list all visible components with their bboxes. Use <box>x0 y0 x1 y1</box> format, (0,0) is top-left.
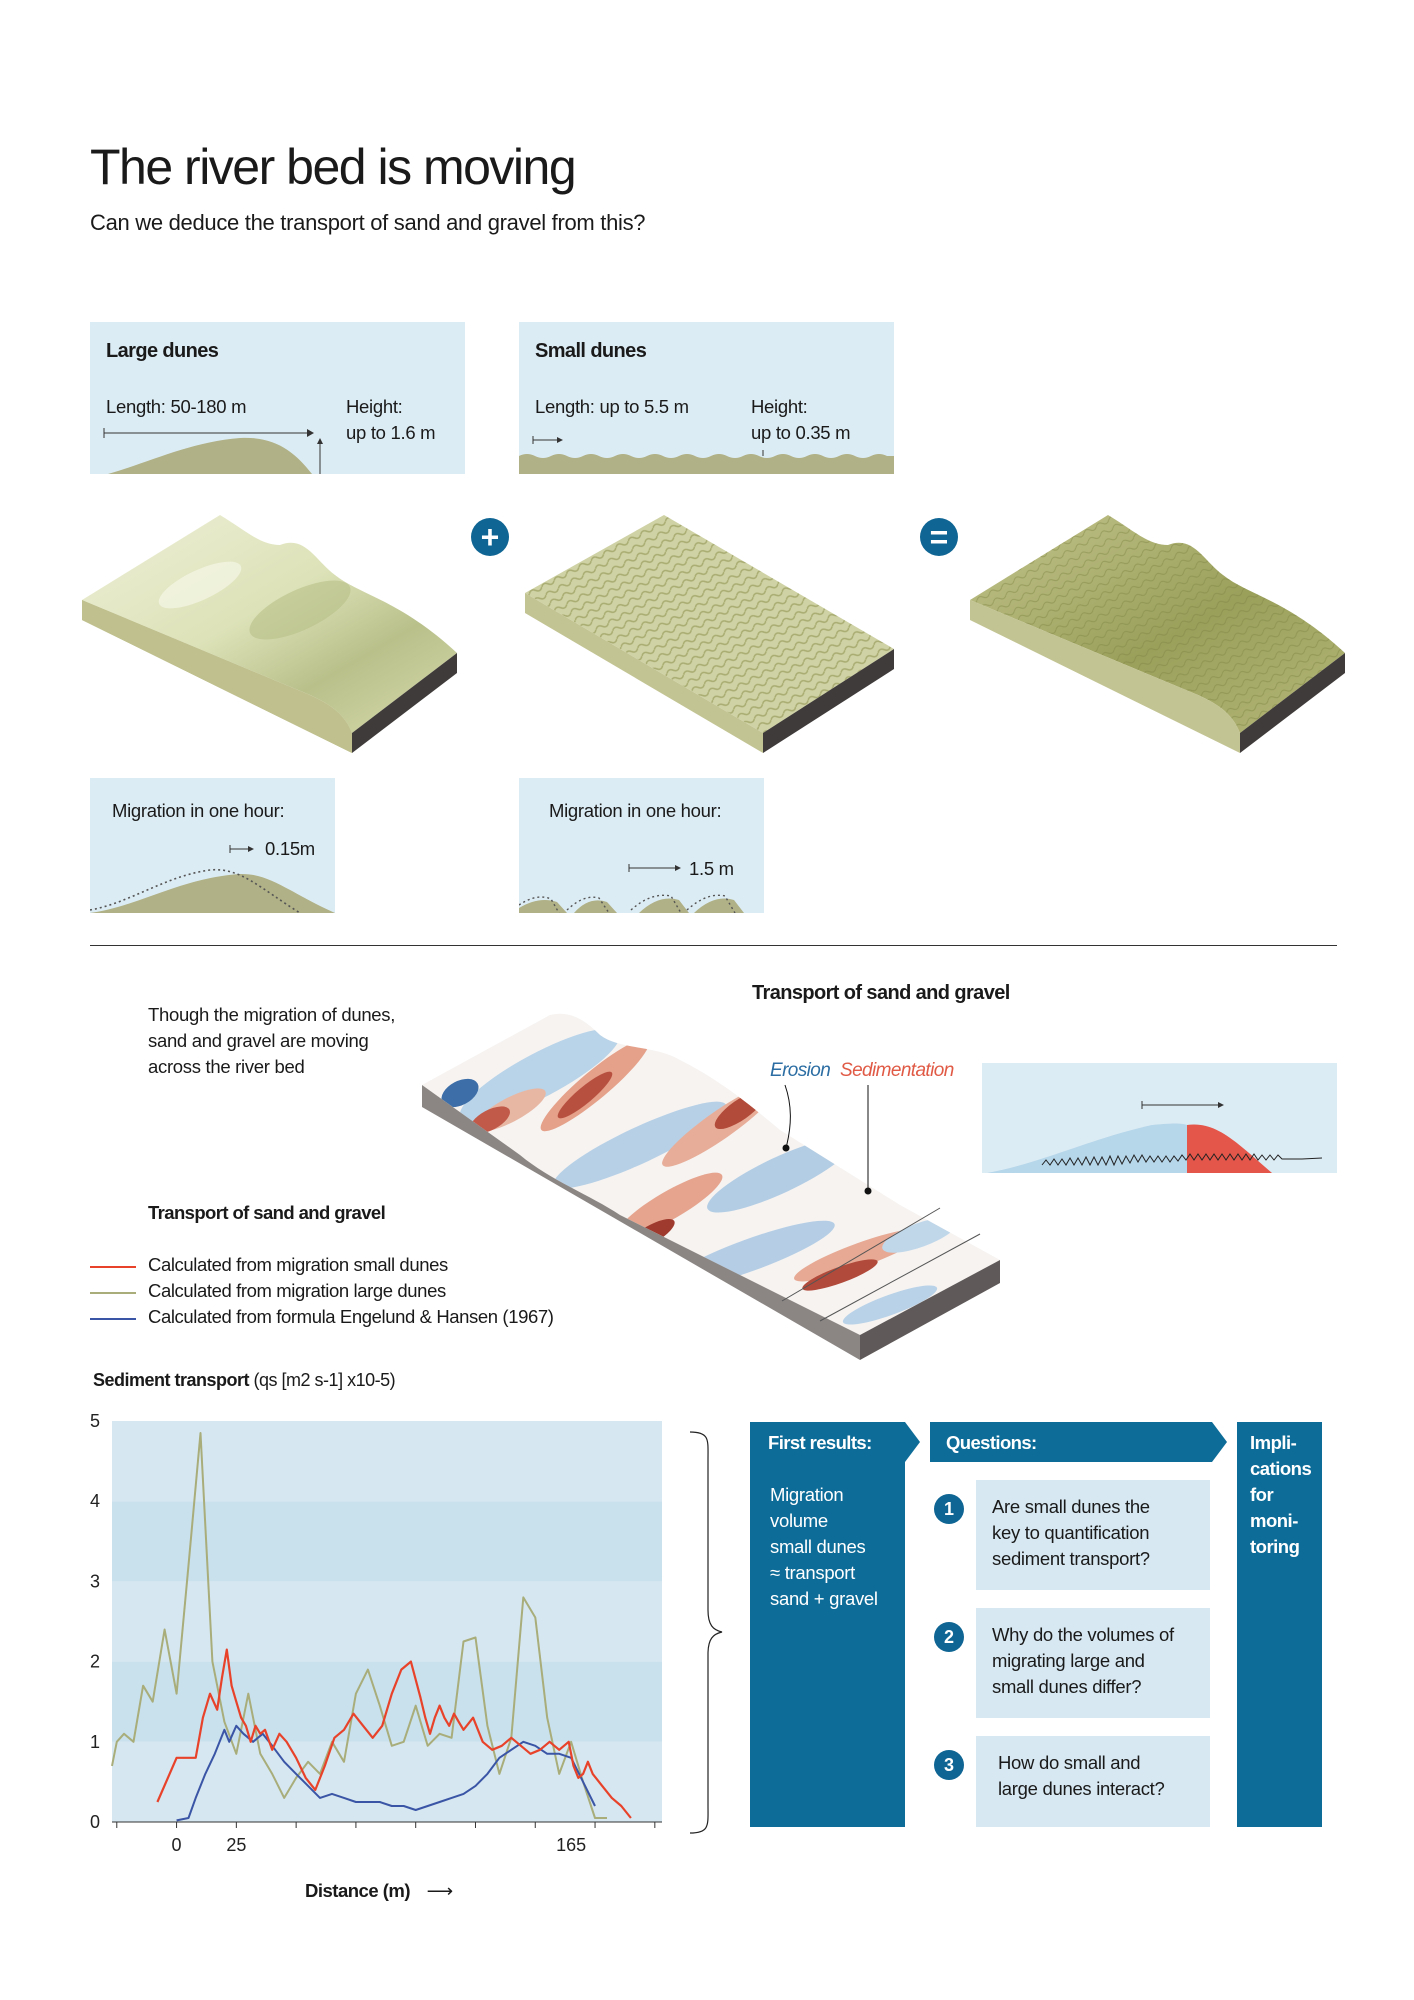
question-line: key to quantification <box>992 1522 1150 1543</box>
questions-header-bg <box>930 1422 1227 1462</box>
chart-xlabel: Distance (m) ⟶ <box>305 1880 453 1901</box>
dune-erosion-sedimentation-diagram <box>987 1101 1323 1173</box>
large-dunes-block <box>82 515 457 753</box>
large-dunes-height-label: Height: <box>346 396 403 417</box>
legend-swatch-large-dunes <box>90 1292 136 1294</box>
question-3-number: 3 <box>934 1750 964 1780</box>
large-dunes-panel: Large dunes Length: 50-180 m Height: up … <box>90 322 465 474</box>
small-dunes-panel: Small dunes Length: up to 5.5 m Height: … <box>519 322 894 474</box>
small-dunes-height-value: up to 0.35 m <box>751 422 851 443</box>
small-dunes-title: Small dunes <box>535 340 647 362</box>
legend-label-engelund: Calculated from formula Engelund & Hanse… <box>148 1306 554 1327</box>
large-dunes-height-value: up to 1.6 m <box>346 422 436 443</box>
series-line-large-dunes <box>111 1432 607 1819</box>
chart-band <box>112 1741 662 1822</box>
series-line-small-dunes <box>156 1648 632 1819</box>
implications-line: toring <box>1250 1536 1300 1557</box>
large-dune-profile <box>103 428 323 474</box>
first-results-line: sand + gravel <box>770 1588 878 1609</box>
brace-icon <box>689 1431 723 1834</box>
small-migration-panel: Migration in one hour: 1.5 m <box>519 778 764 913</box>
x-tick-label: 165 <box>556 1835 586 1855</box>
y-tick-label: 5 <box>90 1411 100 1431</box>
small-dune-profile <box>519 436 894 474</box>
chart-ylabel: Sediment transport (qs [m2 s-1] x10-5) <box>93 1370 396 1391</box>
implications-box: Impli- cations for moni- toring <box>1237 1422 1322 1827</box>
implications-line: for <box>1250 1484 1274 1505</box>
question-2-box: Why do the volumes of migrating large an… <box>976 1608 1210 1718</box>
transport-intro-line1: Though the migration of dunes, <box>148 1004 396 1025</box>
implications-line: cations <box>1250 1458 1312 1479</box>
large-dunes-title: Large dunes <box>106 340 219 362</box>
question-line: sediment transport? <box>992 1548 1150 1569</box>
migration-crosssection-panel <box>982 1063 1337 1173</box>
page-subtitle: Can we deduce the transport of sand and … <box>90 210 646 235</box>
implications-line: moni- <box>1250 1510 1298 1531</box>
y-tick-label: 0 <box>90 1812 100 1832</box>
question-line: migrating large and <box>992 1650 1145 1671</box>
first-results-title: First results: <box>768 1432 872 1453</box>
equals-icon: = <box>920 518 958 556</box>
question-1-box: Are small dunes the key to quantificatio… <box>976 1480 1210 1590</box>
question-1-number: 1 <box>934 1494 964 1524</box>
x-tick-label: 0 <box>172 1835 182 1855</box>
question-line: Are small dunes the <box>992 1496 1150 1517</box>
plus-icon: + <box>471 518 509 556</box>
first-results-line: Migration <box>770 1484 844 1505</box>
transport-map-block <box>422 1013 1000 1360</box>
chart-band <box>112 1501 662 1582</box>
small-dunes-length: Length: up to 5.5 m <box>535 396 689 417</box>
y-tick-label: 1 <box>90 1732 100 1752</box>
transport-intro-line3: across the river bed <box>148 1056 305 1077</box>
question-2-number: 2 <box>934 1622 964 1652</box>
y-tick-label: 2 <box>90 1652 100 1672</box>
first-results-line: small dunes <box>770 1536 866 1557</box>
y-tick-label: 4 <box>90 1491 100 1511</box>
chart-band <box>112 1581 662 1662</box>
first-results-line: volume <box>770 1510 828 1531</box>
chart-title: Sediment transport <box>93 1370 250 1390</box>
dune-blocks-illustration <box>82 515 1345 753</box>
chart-xlabel-text: Distance (m) <box>305 1880 411 1901</box>
legend-label-large-dunes: Calculated from migration large dunes <box>148 1280 446 1301</box>
question-3-box: How do small and large dunes interact? <box>976 1736 1210 1827</box>
y-tick-label: 3 <box>90 1571 100 1591</box>
chart-ylabel-unit: (qs [m2 s-1] x10-5) <box>253 1370 396 1390</box>
legend-title: Transport of sand and gravel <box>148 1202 386 1223</box>
questions-title: Questions: <box>946 1432 1037 1453</box>
implications-text: Impli- cations for moni- toring <box>1250 1430 1312 1560</box>
small-migration-diagram <box>519 864 744 913</box>
large-migration-panel: Migration in one hour: 0.15m <box>90 778 335 913</box>
small-dunes-block <box>525 515 894 753</box>
x-tick-label: 25 <box>226 1835 246 1855</box>
large-migration-value: 0.15m <box>265 838 315 859</box>
transport-intro-line2: sand and gravel are moving <box>148 1030 369 1051</box>
first-results-box: First results: Migration volume small du… <box>750 1422 920 1827</box>
large-migration-diagram <box>90 845 335 913</box>
large-migration-title: Migration in one hour: <box>112 800 285 821</box>
legend-swatch-engelund <box>90 1318 136 1320</box>
sedimentation-label: Sedimentation <box>840 1060 954 1081</box>
first-results-body: Migration volume small dunes ≈ transport… <box>770 1482 878 1612</box>
combined-dunes-block <box>970 515 1345 753</box>
large-dunes-length: Length: 50-180 m <box>106 396 247 417</box>
legend-label-small-dunes: Calculated from migration small dunes <box>148 1254 448 1275</box>
small-dunes-height-label: Height: <box>751 396 808 417</box>
erosion-label: Erosion <box>770 1060 831 1081</box>
transport-map-title: Transport of sand and gravel <box>752 982 1010 1004</box>
small-migration-value: 1.5 m <box>689 858 734 879</box>
implications-line: Impli- <box>1250 1432 1297 1453</box>
section-divider <box>90 945 1337 946</box>
question-line: large dunes interact? <box>998 1778 1165 1799</box>
page-title: The river bed is moving <box>90 139 577 195</box>
legend-swatch-small-dunes <box>90 1266 136 1268</box>
first-results-line: ≈ transport <box>770 1562 855 1583</box>
question-line: How do small and <box>998 1752 1141 1773</box>
question-line: small dunes differ? <box>992 1676 1142 1697</box>
small-migration-title: Migration in one hour: <box>549 800 722 821</box>
question-line: Why do the volumes of <box>992 1624 1174 1645</box>
